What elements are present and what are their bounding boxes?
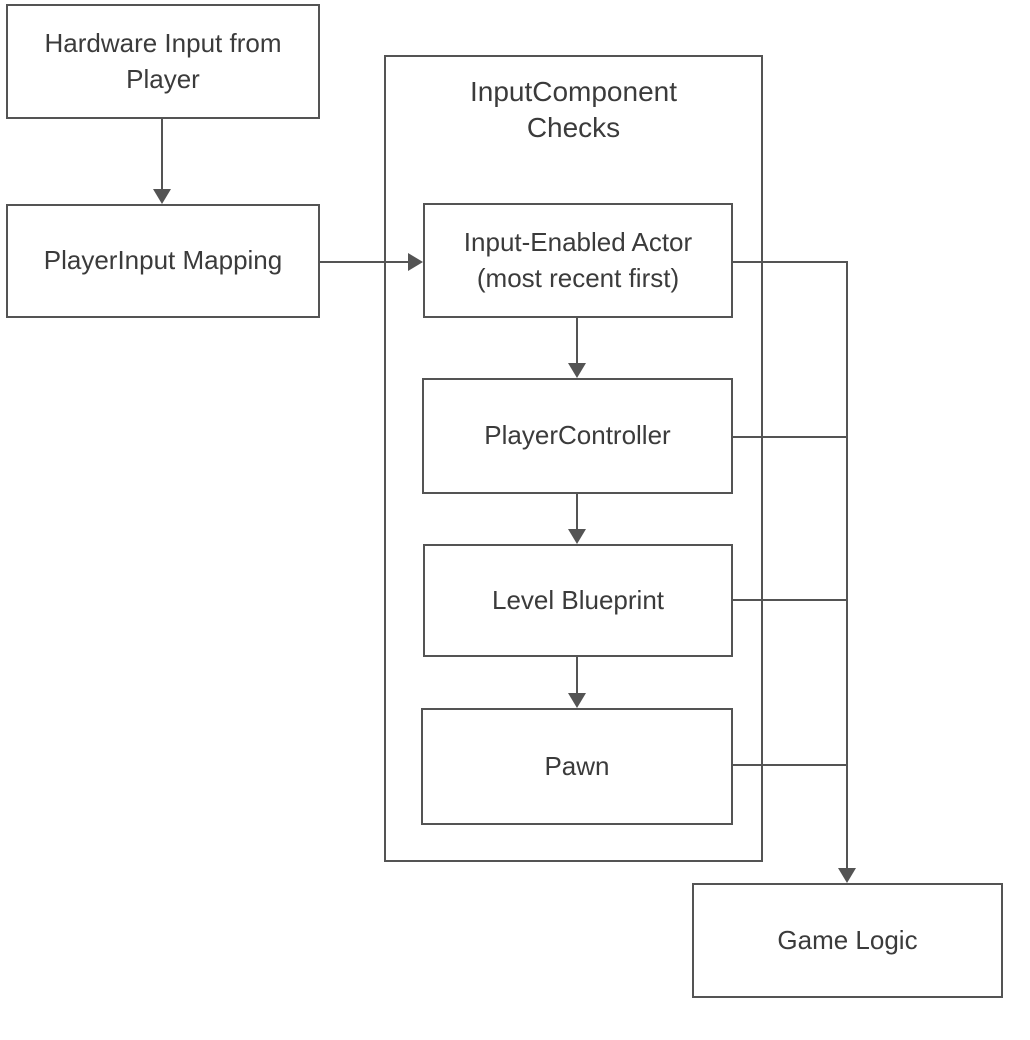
edge-collector-to-gamelogic-arrowhead-icon [838,868,856,883]
node-hardware-input: Hardware Input from Player [6,4,320,119]
node-hardware-input-label-line2: Player [126,63,200,94]
node-level-blueprint: Level Blueprint [423,544,733,657]
edge-actor-to-controller-line [576,318,578,363]
edge-pawn-to-collector-line [733,764,848,766]
edge-controller-to-blueprint-line [576,494,578,529]
node-pawn-label: Pawn [544,750,610,781]
group-inputcomponent-checks-title: InputComponent Checks [386,74,761,146]
node-level-blueprint-label: Level Blueprint [492,584,664,615]
node-playerinput-mapping: PlayerInput Mapping [6,204,320,318]
group-inputcomponent-checks: InputComponent Checks [384,55,763,862]
edge-actor-to-collector-line [733,261,848,263]
node-input-enabled-actor: Input-Enabled Actor (most recent first) [423,203,733,318]
edge-blueprint-to-pawn-arrowhead-icon [568,693,586,708]
node-game-logic-label: Game Logic [777,924,918,955]
edge-controller-to-collector-line [733,436,848,438]
edge-mapping-to-actor-arrowhead-icon [408,253,423,271]
node-playercontroller: PlayerController [422,378,733,494]
edge-blueprint-to-pawn-line [576,657,578,693]
edge-actor-to-controller-arrowhead-icon [568,363,586,378]
node-input-enabled-actor-label-line1: Input-Enabled Actor [463,226,693,257]
node-playercontroller-label: PlayerController [484,420,671,451]
edge-hardware-to-mapping-arrowhead-icon [153,189,171,204]
edge-mapping-to-actor-line [320,261,408,263]
group-title-line2: Checks [526,111,621,143]
edge-blueprint-to-collector-line [733,599,848,601]
edge-collector-to-gamelogic-line [846,261,848,868]
node-hardware-input-label-line1: Hardware Input from [44,27,282,58]
edge-hardware-to-mapping-line [161,119,163,190]
node-pawn: Pawn [421,708,733,825]
node-input-enabled-actor-label-line2: (most recent first) [476,262,680,293]
node-game-logic: Game Logic [692,883,1003,998]
edge-controller-to-blueprint-arrowhead-icon [568,529,586,544]
node-playerinput-mapping-label: PlayerInput Mapping [43,245,283,276]
group-title-line1: InputComponent [469,76,678,107]
